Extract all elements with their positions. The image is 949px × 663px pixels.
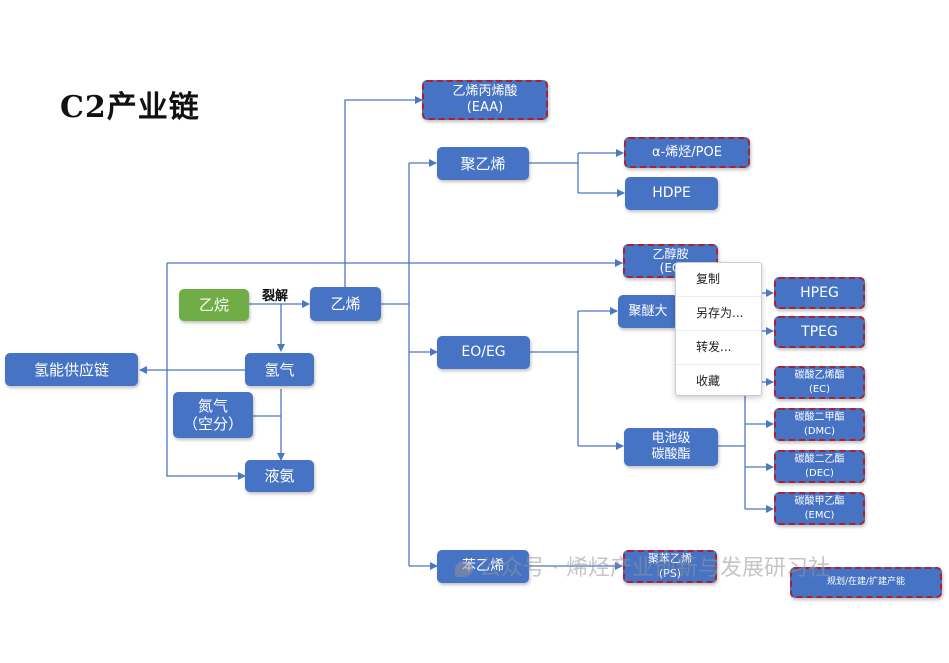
node-tpeg: TPEG xyxy=(774,316,865,348)
node-emc-line2: (EMC) xyxy=(804,509,835,521)
node-battery-carbonate-line2: 碳酸酯 xyxy=(651,447,691,462)
node-battery-carbonate-line1: 电池级 xyxy=(651,431,691,447)
node-ps-line2: (PS) xyxy=(658,566,682,580)
cracking-label: 裂解 xyxy=(262,289,289,304)
node-dec-line2: (DEC) xyxy=(805,467,834,479)
node-ethanolamine: 乙醇胺 (EO xyxy=(623,244,718,278)
node-eo-eg: EO/EG xyxy=(437,336,530,369)
node-hydrogen-supply-chain: 氢能供应链 xyxy=(5,353,138,386)
node-eaa-line1: 乙烯丙烯酸 xyxy=(452,84,518,100)
node-dmc: 碳酸二甲酯 (DMC) xyxy=(774,408,865,441)
node-dmc-line1: 碳酸二甲酯 xyxy=(794,412,845,423)
node-dec-line1: 碳酸二乙酯 xyxy=(794,454,845,465)
node-ec-line1: 碳酸乙烯酯 xyxy=(794,370,845,381)
menu-item-copy[interactable]: 复制 xyxy=(696,272,721,286)
node-ethane: 乙烷 xyxy=(179,289,249,321)
page-title: C2产业链 xyxy=(60,90,200,125)
node-nitrogen-line1: 氮气 xyxy=(197,397,228,415)
node-styrene: 苯乙烯 xyxy=(437,550,529,583)
node-hdpe: HDPE xyxy=(625,177,718,210)
node-emc-line1: 碳酸甲乙酯 xyxy=(794,496,845,507)
node-polyethylene: 聚乙烯 xyxy=(437,147,529,180)
menu-item-save-as[interactable]: 另存为... xyxy=(676,296,761,330)
node-hpeg: HPEG xyxy=(774,277,865,309)
legend-planned-capacity: 规划/在建/扩建产能 xyxy=(790,567,942,598)
menu-item-forward[interactable]: 转发... xyxy=(676,330,761,364)
node-ec: 碳酸乙烯酯 (EC) xyxy=(774,366,865,399)
node-hydrogen: 氢气 xyxy=(245,353,314,386)
menu-item-favorite[interactable]: 收藏 xyxy=(676,364,761,398)
node-battery-carbonate: 电池级 碳酸酯 xyxy=(624,428,718,466)
node-eaa-line2: (EAA) xyxy=(466,100,504,115)
node-ethylene: 乙烯 xyxy=(310,287,381,321)
node-ethanolamine-line1: 乙醇胺 xyxy=(652,246,689,261)
node-emc: 碳酸甲乙酯 (EMC) xyxy=(774,492,865,525)
node-ec-line2: (EC) xyxy=(808,383,831,395)
node-nitrogen-line2: （空分） xyxy=(182,415,243,433)
node-ps-line1: 聚苯乙烯 xyxy=(648,551,692,565)
node-liquid-ammonia: 液氨 xyxy=(245,460,314,492)
context-menu: 复制 另存为... 转发... 收藏 xyxy=(675,262,762,396)
node-eaa: 乙烯丙烯酸 (EAA) xyxy=(422,80,548,120)
node-dec: 碳酸二乙酯 (DEC) xyxy=(774,450,865,483)
node-ps: 聚苯乙烯 (PS) xyxy=(623,550,717,583)
node-nitrogen: 氮气 （空分） xyxy=(173,392,253,438)
node-poe: α-烯烃/POE xyxy=(624,137,750,168)
node-polyether: 聚醚大 xyxy=(618,295,678,328)
node-dmc-line2: (DMC) xyxy=(803,425,836,437)
